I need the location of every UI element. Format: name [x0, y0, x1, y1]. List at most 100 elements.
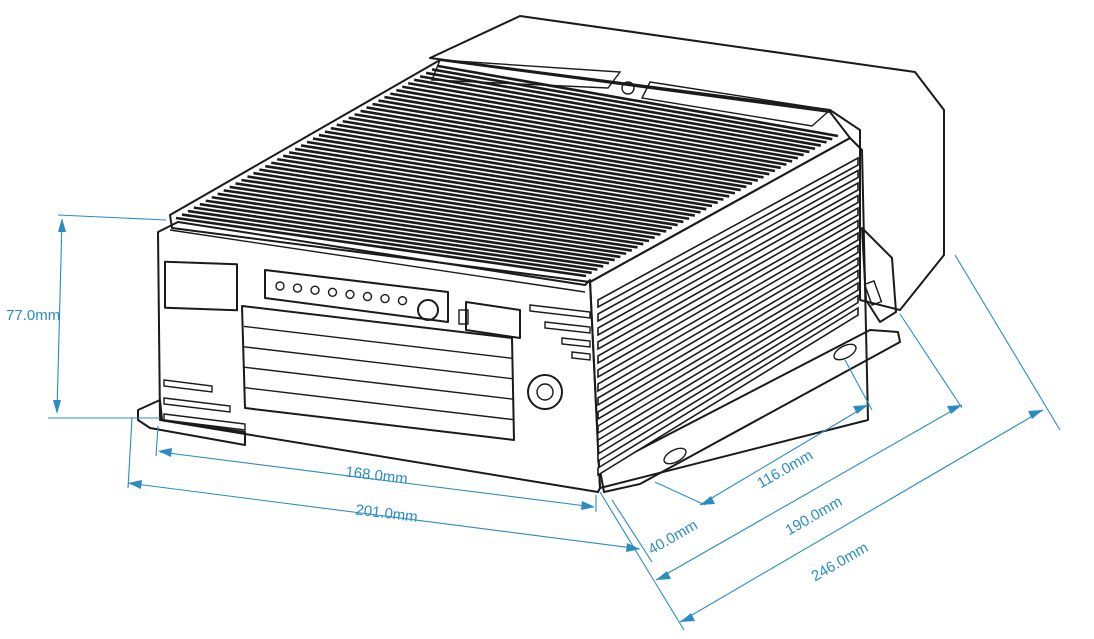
heatsink-fin — [241, 178, 650, 243]
flange-right — [599, 329, 901, 493]
heatsink-fin — [437, 64, 839, 138]
dimension-labels: 77.0mm 168.0mm 201.0mm 40.0mm 116.0mm 19… — [6, 307, 871, 585]
heatsink-fin — [336, 123, 741, 192]
vent-slot — [597, 244, 859, 407]
heatsink-fin — [282, 154, 690, 221]
label-height: 77.0mm — [6, 307, 60, 324]
vent-slot — [597, 219, 859, 379]
vent-slot — [597, 256, 859, 421]
indicator-led — [345, 289, 355, 300]
heatsink-fin — [390, 92, 793, 163]
indicator-led — [397, 296, 408, 306]
hdd-drawer-grooves — [243, 325, 514, 421]
indicator-led — [310, 285, 320, 295]
heatsink-fin — [360, 109, 764, 179]
flange-left — [137, 399, 246, 446]
heatsink-fin — [408, 81, 810, 154]
heatsink-fin — [342, 119, 747, 189]
heatsink-fin — [396, 88, 799, 160]
hdd-drawer[interactable] — [241, 305, 515, 441]
heatsink-fin — [354, 113, 759, 182]
heatsink-fin — [277, 157, 684, 224]
heatsink-fin — [247, 175, 655, 240]
bracket-clip — [863, 280, 883, 306]
vent-slot — [597, 156, 859, 309]
heatsink-fin — [288, 151, 696, 217]
indicator-led — [362, 291, 373, 302]
top-screw — [621, 81, 635, 95]
label-overall-width: 201.0mm — [354, 501, 418, 525]
heatsink-fin — [366, 106, 770, 176]
heatsink-fin — [223, 189, 633, 252]
heatsink-fin — [431, 68, 833, 141]
heatsink-fin — [217, 192, 627, 256]
label-overall-depth: 246.0mm — [809, 539, 872, 585]
rear-block — [429, 15, 945, 311]
heatsink-fin — [378, 99, 781, 170]
heatsink-fin — [402, 85, 804, 157]
indicator-strip — [264, 269, 449, 323]
drawer-lock[interactable] — [527, 374, 563, 410]
heatsink-fin — [259, 168, 667, 233]
heatsink-fin — [265, 164, 673, 230]
side-vent-slots — [597, 156, 859, 477]
device-body — [137, 15, 945, 493]
label-ear-depth: 40.0mm — [645, 517, 700, 559]
dimension-lines — [48, 214, 1061, 631]
usb-latch — [458, 309, 469, 325]
indicator-led — [327, 287, 338, 297]
vent-slot — [597, 294, 859, 463]
heatsink-fin — [229, 185, 638, 249]
heatsink-fin — [294, 147, 701, 214]
heatsink-fin — [348, 116, 753, 186]
label-window — [164, 260, 238, 312]
front-panel — [163, 260, 591, 441]
heatsink-fin — [413, 78, 816, 151]
top-cover-right — [640, 81, 832, 127]
heatsink-fin — [235, 182, 644, 246]
heatsink-fins — [175, 64, 839, 278]
heatsink-fin — [425, 71, 827, 144]
heatsink-fin — [419, 75, 822, 147]
indicator-led — [275, 281, 285, 291]
heatsink-fin — [330, 126, 736, 195]
mount-hole-front — [663, 447, 687, 465]
mount-hole-rear — [833, 343, 857, 361]
vent-slot — [597, 181, 859, 337]
vent-slot — [597, 269, 859, 435]
vent-slot — [597, 306, 859, 477]
vent-slot — [597, 231, 859, 393]
drawer-groove — [243, 325, 514, 360]
heatsink-fin — [211, 195, 621, 259]
heatsink-fin — [175, 216, 587, 278]
label-front-width: 168.0mm — [344, 463, 408, 487]
heatsink-fin — [312, 137, 718, 205]
indicator-leds — [275, 281, 408, 306]
label-hole-spacing: 116.0mm — [754, 447, 816, 492]
drawer-groove — [243, 386, 514, 421]
heatsink-fin — [205, 199, 615, 262]
drawer-groove — [243, 346, 514, 380]
heatsink-fin — [318, 133, 724, 201]
heatsink-fin — [324, 130, 730, 198]
drawer-lock-core — [536, 383, 554, 401]
heatsink-fin — [300, 144, 707, 211]
heatsink-fin — [372, 102, 776, 173]
usb-port[interactable] — [465, 301, 521, 339]
front-face — [157, 221, 601, 493]
vent-slot — [597, 206, 859, 365]
heatsink-fin — [306, 140, 713, 208]
drawer-groove — [243, 366, 514, 400]
vent-slot — [597, 169, 859, 323]
front-slots — [163, 304, 591, 431]
heatsink-fin — [181, 213, 592, 275]
power-button[interactable] — [417, 299, 439, 321]
heatsink-fin — [193, 206, 604, 268]
label-body-depth: 190.0mm — [783, 493, 846, 539]
heatsink-fin — [271, 161, 678, 227]
heatsink-fin — [199, 202, 610, 265]
vent-slot — [597, 194, 859, 351]
heatsink-fin — [253, 171, 661, 236]
indicator-led — [380, 293, 390, 304]
